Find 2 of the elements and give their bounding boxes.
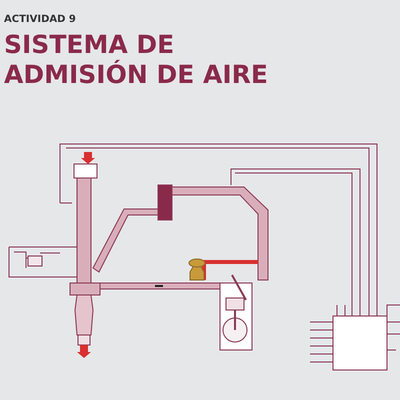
title: SISTEMA DE ADMISIÓN DE AIRE [4,30,269,90]
activity-label: ACTIVIDAD 9 [4,14,76,25]
